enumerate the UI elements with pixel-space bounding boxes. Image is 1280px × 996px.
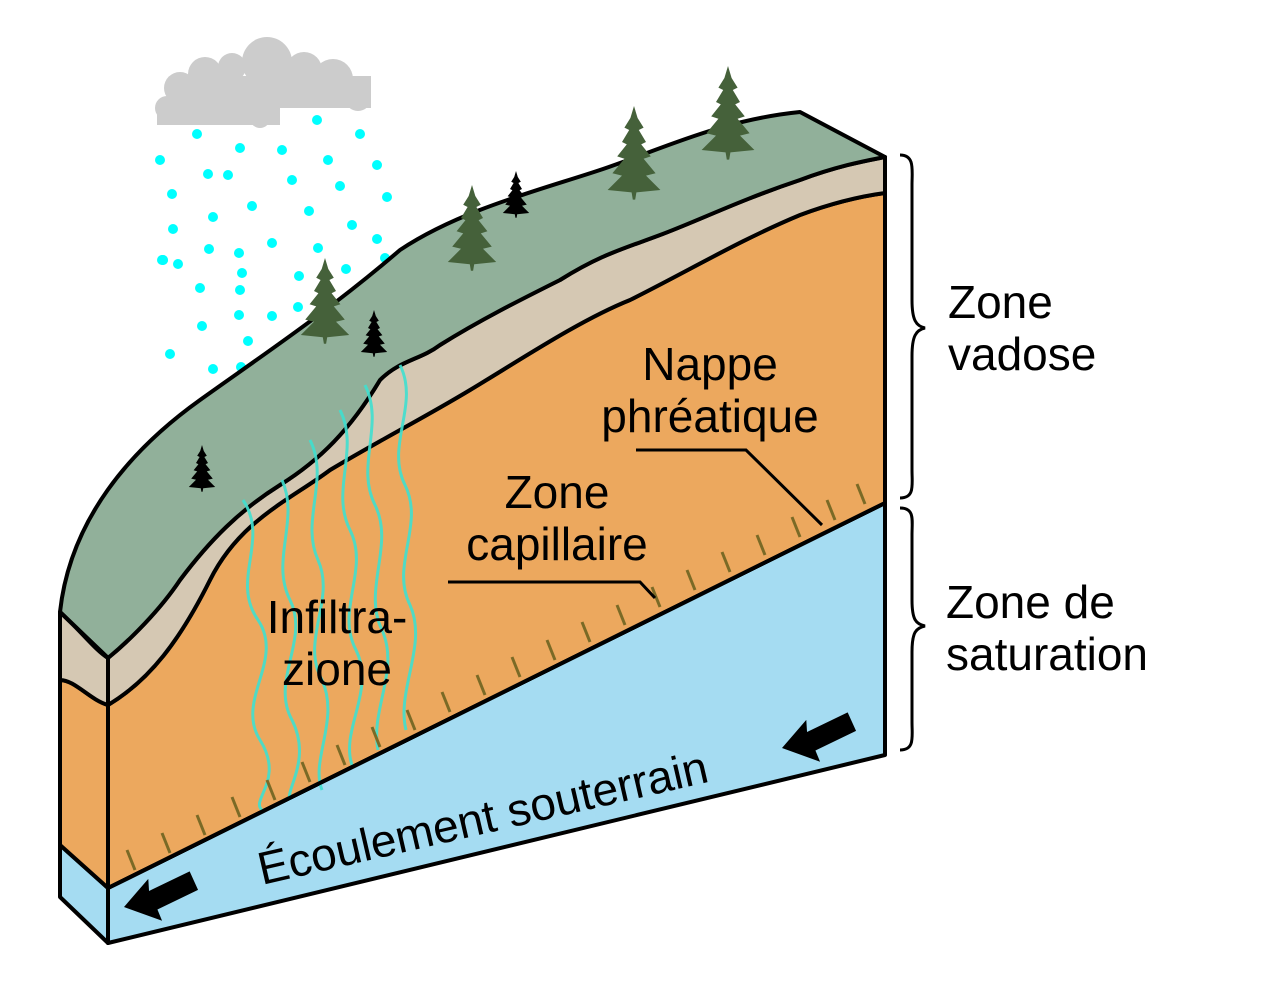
vadose-zone-label: Zone [948,276,1053,328]
curly-brace-icon [899,153,926,752]
water-table-line [107,501,886,890]
infiltration-label-2: zione [282,643,392,695]
water-table-label: Nappe [642,338,778,390]
saturation-zone-label: Zone de [946,576,1115,628]
saturation-zone-label-2: saturation [946,628,1148,680]
capillary-zone-label-2: capillaire [466,518,648,570]
capillary-fringe-ticks [125,483,867,871]
vadose-zone-label-2: vadose [948,328,1096,380]
cloud-icon [155,37,371,128]
infiltration-lines [241,364,418,812]
infiltration-label: Infiltra- [267,591,408,643]
capillary-zone-label: Zone [505,466,610,518]
leader-lines [448,448,824,600]
water-table-label-2: phréatique [601,390,818,442]
